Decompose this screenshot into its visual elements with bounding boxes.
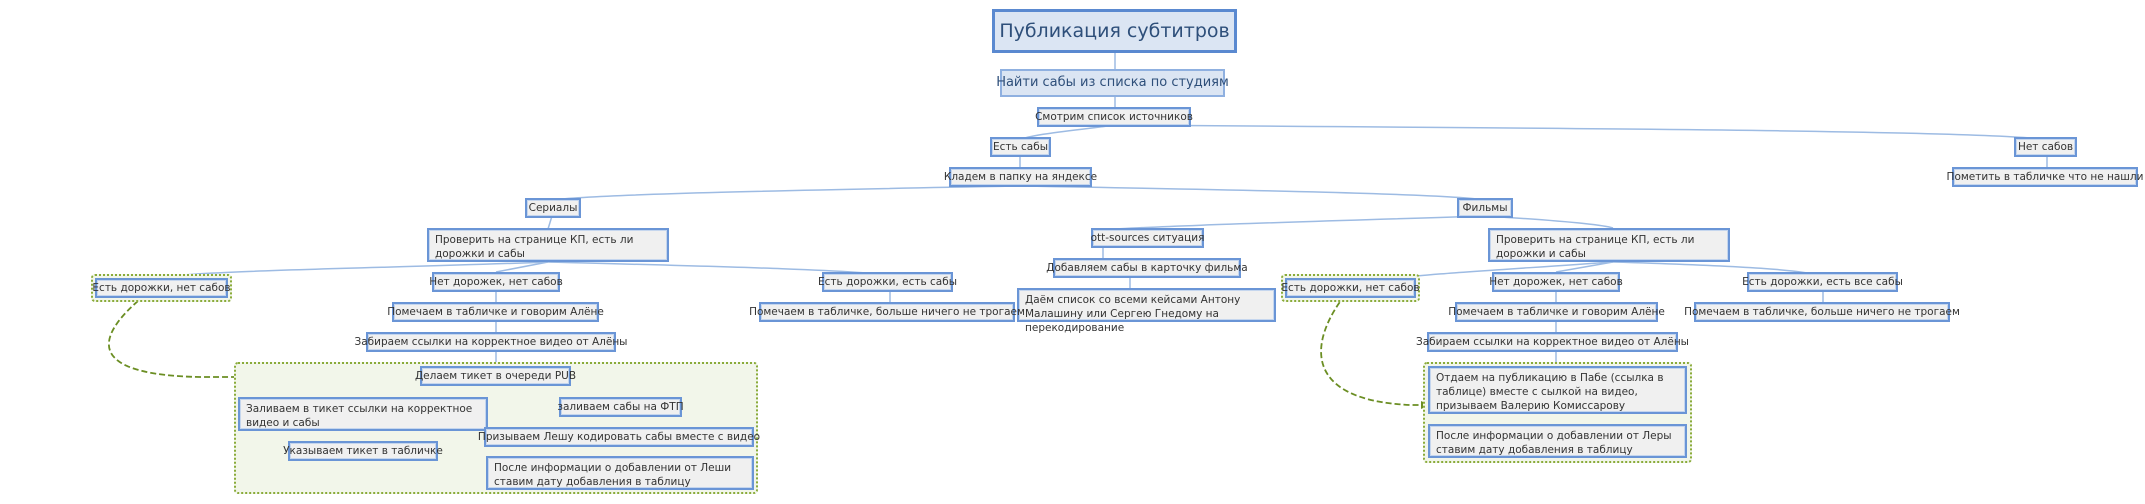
node-put-yandex[interactable]: Кладем в папку на яндексе: [944, 167, 1097, 187]
node-label: Фильмы: [1462, 202, 1508, 214]
node-label: Кладем в папку на яндексе: [943, 171, 1098, 183]
node-label: Указываем тикет в табличке: [283, 445, 443, 457]
node-label: Забираем ссылки на корректное видео от А…: [354, 336, 628, 348]
node-films[interactable]: Фильмы: [1457, 198, 1513, 218]
node-label: Помечаем в табличке, больше ничего не тр…: [1684, 306, 1960, 318]
node-no-subs[interactable]: Нет сабов: [2014, 137, 2077, 157]
node-label: Отдаем на публикацию в Пабе (ссылка в та…: [1436, 372, 1664, 412]
node-series-mark-tell-alena[interactable]: Помечаем в табличке и говорим Алёне: [387, 302, 604, 322]
node-label: Призываем Лешу кодировать сабы вместе с …: [477, 431, 761, 443]
node-give-list[interactable]: Даём список со всеми кейсами Антону Мала…: [1017, 288, 1276, 334]
node-label: Есть дорожки, есть все сабы: [1742, 276, 1903, 288]
node-label: После информации о добавлении от Леры ст…: [1436, 430, 1672, 456]
node-find-subs[interactable]: Найти сабы из списка по студиям: [996, 69, 1229, 97]
node-after-lera[interactable]: После информации о добавлении от Леры ст…: [1428, 424, 1687, 458]
node-label: Делаем тикет в очереди PUB: [414, 370, 577, 382]
node-label: Есть сабы: [992, 141, 1049, 153]
node-mark-not-found[interactable]: Пометить в табличке что не нашли: [1947, 167, 2143, 187]
node-add-to-card[interactable]: Добавляем сабы в карточку фильма: [1046, 258, 1248, 278]
node-has-subs[interactable]: Есть сабы: [990, 137, 1051, 157]
node-label: Найти сабы из списка по студиям: [996, 75, 1229, 90]
node-label: Смотрим список источников: [1035, 111, 1193, 123]
node-films-mark-nothing[interactable]: Помечаем в табличке, больше ничего не тр…: [1684, 302, 1960, 322]
node-upload-ftp[interactable]: заливаем сабы на ФТП: [557, 397, 684, 417]
node-label: Публикация субтитров: [999, 20, 1230, 42]
node-root[interactable]: Публикация субтитров: [992, 9, 1237, 53]
node-label: Даём список со всеми кейсами Антону Мала…: [1025, 294, 1241, 334]
node-label: Есть дорожки, нет сабов: [92, 282, 231, 294]
node-series-mark-nothing[interactable]: Помечаем в табличке, больше ничего не тр…: [749, 302, 1025, 322]
node-call-lesha[interactable]: Призываем Лешу кодировать сабы вместе с …: [478, 427, 760, 447]
node-films-tracks-no-subs[interactable]: Есть дорожки, нет сабов: [1281, 278, 1420, 298]
node-series-check-kp[interactable]: Проверить на странице КП, есть ли дорожк…: [427, 228, 669, 262]
node-films-no-tracks-no-subs[interactable]: Нет дорожек, нет сабов: [1489, 272, 1623, 292]
node-label: Помечаем в табличке, больше ничего не тр…: [749, 306, 1025, 318]
node-label: Нет дорожек, нет сабов: [429, 276, 563, 288]
node-after-lesha[interactable]: После информации о добавлении от Леши ст…: [486, 456, 754, 490]
node-label: Есть дорожки, есть сабы: [818, 276, 957, 288]
node-label: ott-sources ситуация: [1090, 232, 1205, 244]
node-films-tracks-all-subs[interactable]: Есть дорожки, есть все сабы: [1742, 272, 1903, 292]
node-label: Нет сабов: [2017, 141, 2074, 153]
node-label: Проверить на странице КП, есть ли дорожк…: [1496, 234, 1695, 260]
node-label: Проверить на странице КП, есть ли дорожк…: [435, 234, 634, 260]
node-label: Нет дорожек, нет сабов: [1489, 276, 1623, 288]
node-make-ticket-pub[interactable]: Делаем тикет в очереди PUB: [415, 366, 576, 386]
node-films-mark-tell-alena[interactable]: Помечаем в табличке и говорим Алёне: [1448, 302, 1665, 322]
node-series-no-tracks-no-subs[interactable]: Нет дорожек, нет сабов: [429, 272, 563, 292]
node-label: Пометить в табличке что не нашли: [1946, 171, 2144, 183]
node-ott[interactable]: ott-sources ситуация: [1091, 228, 1204, 248]
node-series-tracks-no-subs[interactable]: Есть дорожки, нет сабов: [92, 278, 231, 298]
node-label: Есть дорожки, нет сабов: [1281, 282, 1420, 294]
node-label: Забираем ссылки на корректное видео от А…: [1416, 336, 1689, 348]
node-upload-ticket-links[interactable]: Заливаем в тикет ссылки на корректное ви…: [238, 397, 488, 431]
node-label: заливаем сабы на ФТП: [557, 401, 684, 413]
node-films-check-kp[interactable]: Проверить на странице КП, есть ли дорожк…: [1488, 228, 1730, 262]
node-label: После информации о добавлении от Леши ст…: [494, 462, 732, 488]
node-series[interactable]: Сериалы: [525, 198, 581, 218]
node-label: Заливаем в тикет ссылки на корректное ви…: [246, 403, 473, 429]
node-label: Помечаем в табличке и говорим Алёне: [1448, 306, 1665, 318]
node-label: Помечаем в табличке и говорим Алёне: [387, 306, 604, 318]
node-series-take-links[interactable]: Забираем ссылки на корректное видео от А…: [355, 332, 627, 352]
node-label: Добавляем сабы в карточку фильма: [1046, 262, 1248, 274]
node-series-tracks-subs[interactable]: Есть дорожки, есть сабы: [818, 272, 957, 292]
node-ticket-in-table[interactable]: Указываем тикет в табличке: [283, 441, 443, 461]
node-label: Сериалы: [528, 202, 578, 214]
node-films-take-links[interactable]: Забираем ссылки на корректное видео от А…: [1416, 332, 1689, 352]
node-give-pabe[interactable]: Отдаем на публикацию в Пабе (ссылка в та…: [1428, 366, 1687, 414]
node-check-sources[interactable]: Смотрим список источников: [1035, 107, 1193, 127]
